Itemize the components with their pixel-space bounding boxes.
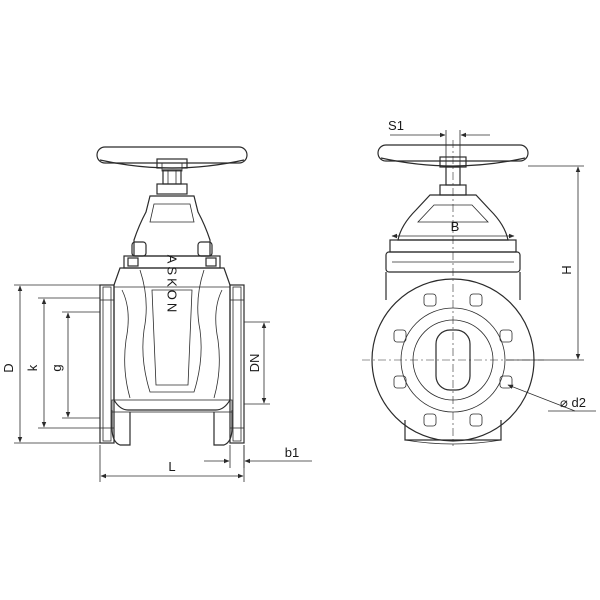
svg-text:H: H bbox=[559, 265, 574, 274]
svg-text:g: g bbox=[49, 364, 64, 371]
dimension-H: H bbox=[506, 165, 584, 361]
svg-text:D: D bbox=[1, 363, 16, 372]
dimension-B: B bbox=[391, 219, 515, 239]
dimension-k: k bbox=[25, 297, 100, 429]
side-view: S1 B H ⌀ d2 bbox=[362, 118, 596, 446]
dimension-b1: b1 bbox=[204, 445, 312, 468]
dimension-d2: ⌀ d2 bbox=[507, 384, 596, 412]
valve-body: ASKON bbox=[111, 255, 233, 446]
handwheel bbox=[96, 146, 248, 172]
dimension-L: L bbox=[99, 445, 245, 482]
bonnet bbox=[123, 195, 221, 269]
dimension-DN: DN bbox=[244, 321, 270, 405]
svg-text:b1: b1 bbox=[285, 445, 299, 460]
svg-text:L: L bbox=[168, 459, 175, 474]
right-flange bbox=[229, 284, 245, 444]
svg-text:k: k bbox=[25, 364, 40, 371]
svg-text:B: B bbox=[451, 219, 460, 234]
dimension-S1: S1 bbox=[388, 118, 490, 170]
svg-text:DN: DN bbox=[247, 354, 262, 373]
stem-gland bbox=[156, 169, 188, 195]
left-flange bbox=[99, 284, 115, 444]
front-view: ASKON D k bbox=[1, 146, 312, 482]
svg-text:S1: S1 bbox=[388, 118, 404, 133]
dimension-g: g bbox=[49, 311, 100, 419]
dimension-D: D bbox=[1, 284, 100, 444]
svg-text:⌀ d2: ⌀ d2 bbox=[560, 395, 586, 410]
bolt-holes bbox=[393, 293, 513, 427]
brand-label: ASKON bbox=[165, 255, 180, 316]
